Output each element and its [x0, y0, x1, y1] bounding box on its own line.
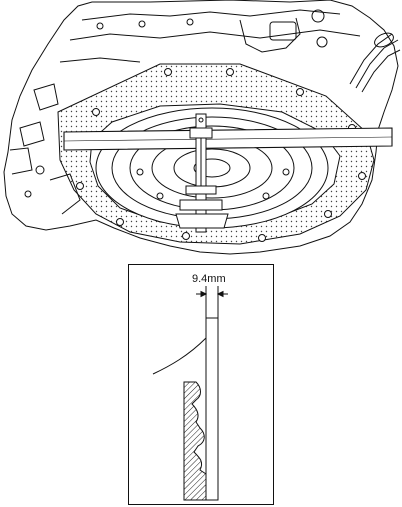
mounting-surface	[183, 381, 207, 501]
detail-view: 9.4mm	[128, 264, 274, 505]
converter-face	[205, 317, 219, 501]
dimension-label: 9.4mm	[192, 273, 226, 285]
gasket-flange	[57, 63, 375, 245]
depth-gauge	[175, 113, 229, 233]
transaxle-illustration	[3, 0, 401, 255]
flange-bolt-holes	[76, 68, 366, 242]
dimension-marker	[196, 286, 228, 318]
housing-curve	[152, 337, 207, 375]
